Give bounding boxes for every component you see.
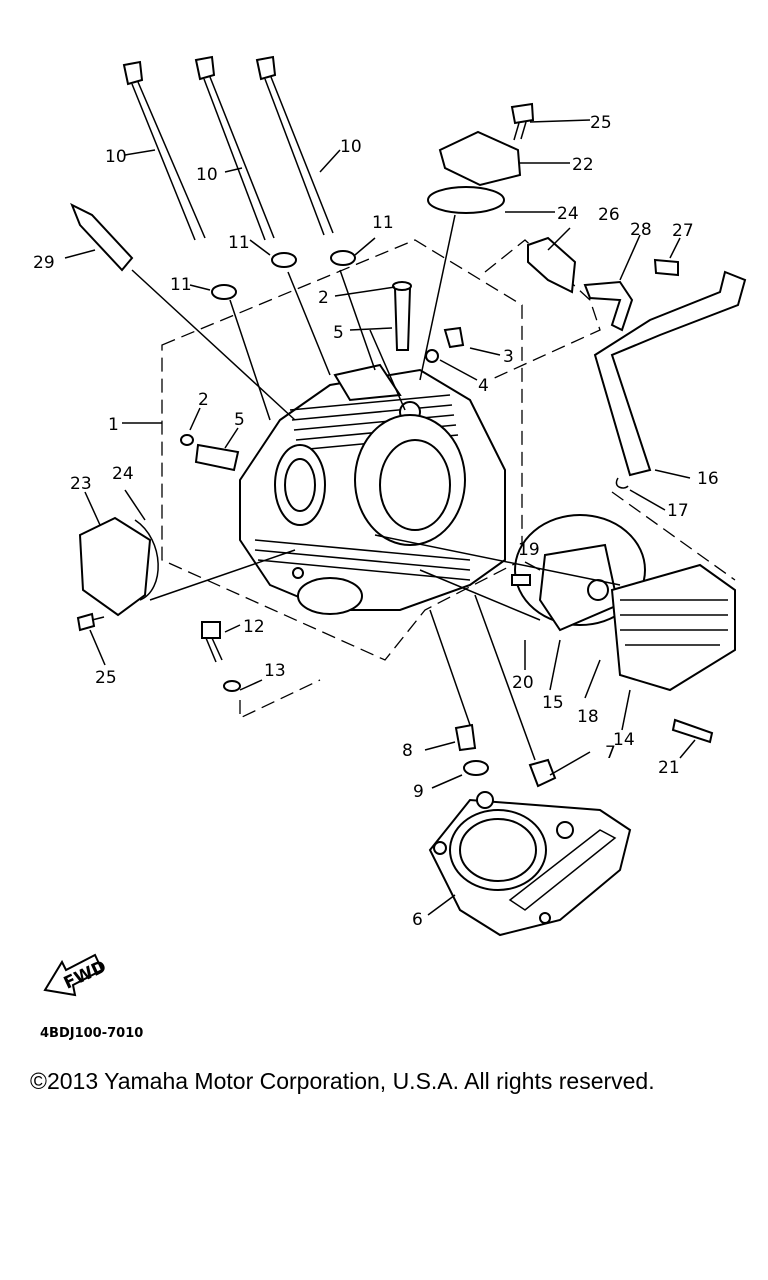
head-gasket bbox=[428, 791, 632, 937]
callout-10c: 10 bbox=[340, 137, 362, 157]
cylinder-head bbox=[239, 363, 506, 615]
callout-29: 29 bbox=[33, 253, 55, 273]
callout-10a: 10 bbox=[105, 147, 127, 167]
side-cover bbox=[76, 516, 159, 632]
spark-plug bbox=[70, 202, 134, 272]
callout-9: 9 bbox=[413, 782, 424, 802]
callout-8: 8 bbox=[402, 741, 413, 761]
diagram-code: 4BDJ100-7010 bbox=[40, 1026, 143, 1041]
callout-28: 28 bbox=[630, 220, 652, 240]
callout-21: 21 bbox=[658, 758, 680, 778]
callout-24b: 24 bbox=[112, 464, 134, 484]
bolt-and-washer bbox=[201, 621, 241, 692]
callout-1: 1 bbox=[108, 415, 119, 435]
callout-16: 16 bbox=[697, 469, 719, 489]
callout-24a: 24 bbox=[557, 204, 579, 224]
callouts: 10 10 10 11 11 11 29 2 5 3 4 1 2 5 25 22… bbox=[33, 113, 719, 930]
callout-3: 3 bbox=[503, 347, 514, 367]
callout-22: 22 bbox=[572, 155, 594, 175]
callout-23: 23 bbox=[70, 474, 92, 494]
cover-assembly bbox=[511, 514, 736, 744]
callout-17: 17 bbox=[667, 501, 689, 521]
callout-27: 27 bbox=[672, 221, 694, 241]
assembly-outline bbox=[161, 239, 736, 720]
callout-25a: 25 bbox=[590, 113, 612, 133]
callout-12: 12 bbox=[243, 617, 265, 637]
callout-2a: 2 bbox=[318, 288, 329, 308]
callout-15: 15 bbox=[542, 693, 564, 713]
callout-18: 18 bbox=[577, 707, 599, 727]
copyright-notice: ©2013 Yamaha Motor Corporation, U.S.A. A… bbox=[30, 1068, 655, 1094]
washers bbox=[211, 250, 356, 300]
fwd-arrow: FWD bbox=[43, 953, 110, 997]
callout-6: 6 bbox=[412, 910, 423, 930]
tappet-cover bbox=[427, 102, 535, 214]
callout-2b: 2 bbox=[198, 390, 209, 410]
parts-diagram: FWD 10 10 10 11 11 11 29 2 bbox=[33, 55, 747, 1041]
callout-5b: 5 bbox=[234, 410, 245, 430]
breather-parts bbox=[527, 236, 747, 489]
callout-14: 14 bbox=[613, 730, 635, 750]
callout-20: 20 bbox=[512, 673, 534, 693]
callout-11a: 11 bbox=[170, 275, 192, 295]
callout-5a: 5 bbox=[333, 323, 344, 343]
callout-7: 7 bbox=[605, 743, 616, 763]
callout-11b: 11 bbox=[228, 233, 250, 253]
callout-19: 19 bbox=[518, 540, 540, 560]
callout-13: 13 bbox=[264, 661, 286, 681]
leader-lines bbox=[64, 119, 696, 916]
callout-11c: 11 bbox=[372, 213, 394, 233]
dowel-pins bbox=[454, 723, 557, 788]
callout-4: 4 bbox=[478, 376, 489, 396]
callout-26: 26 bbox=[598, 205, 620, 225]
valve-guides bbox=[180, 281, 465, 472]
callout-25b: 25 bbox=[95, 668, 117, 688]
cylinder-head-bolts bbox=[122, 55, 334, 241]
callout-10b: 10 bbox=[196, 165, 218, 185]
